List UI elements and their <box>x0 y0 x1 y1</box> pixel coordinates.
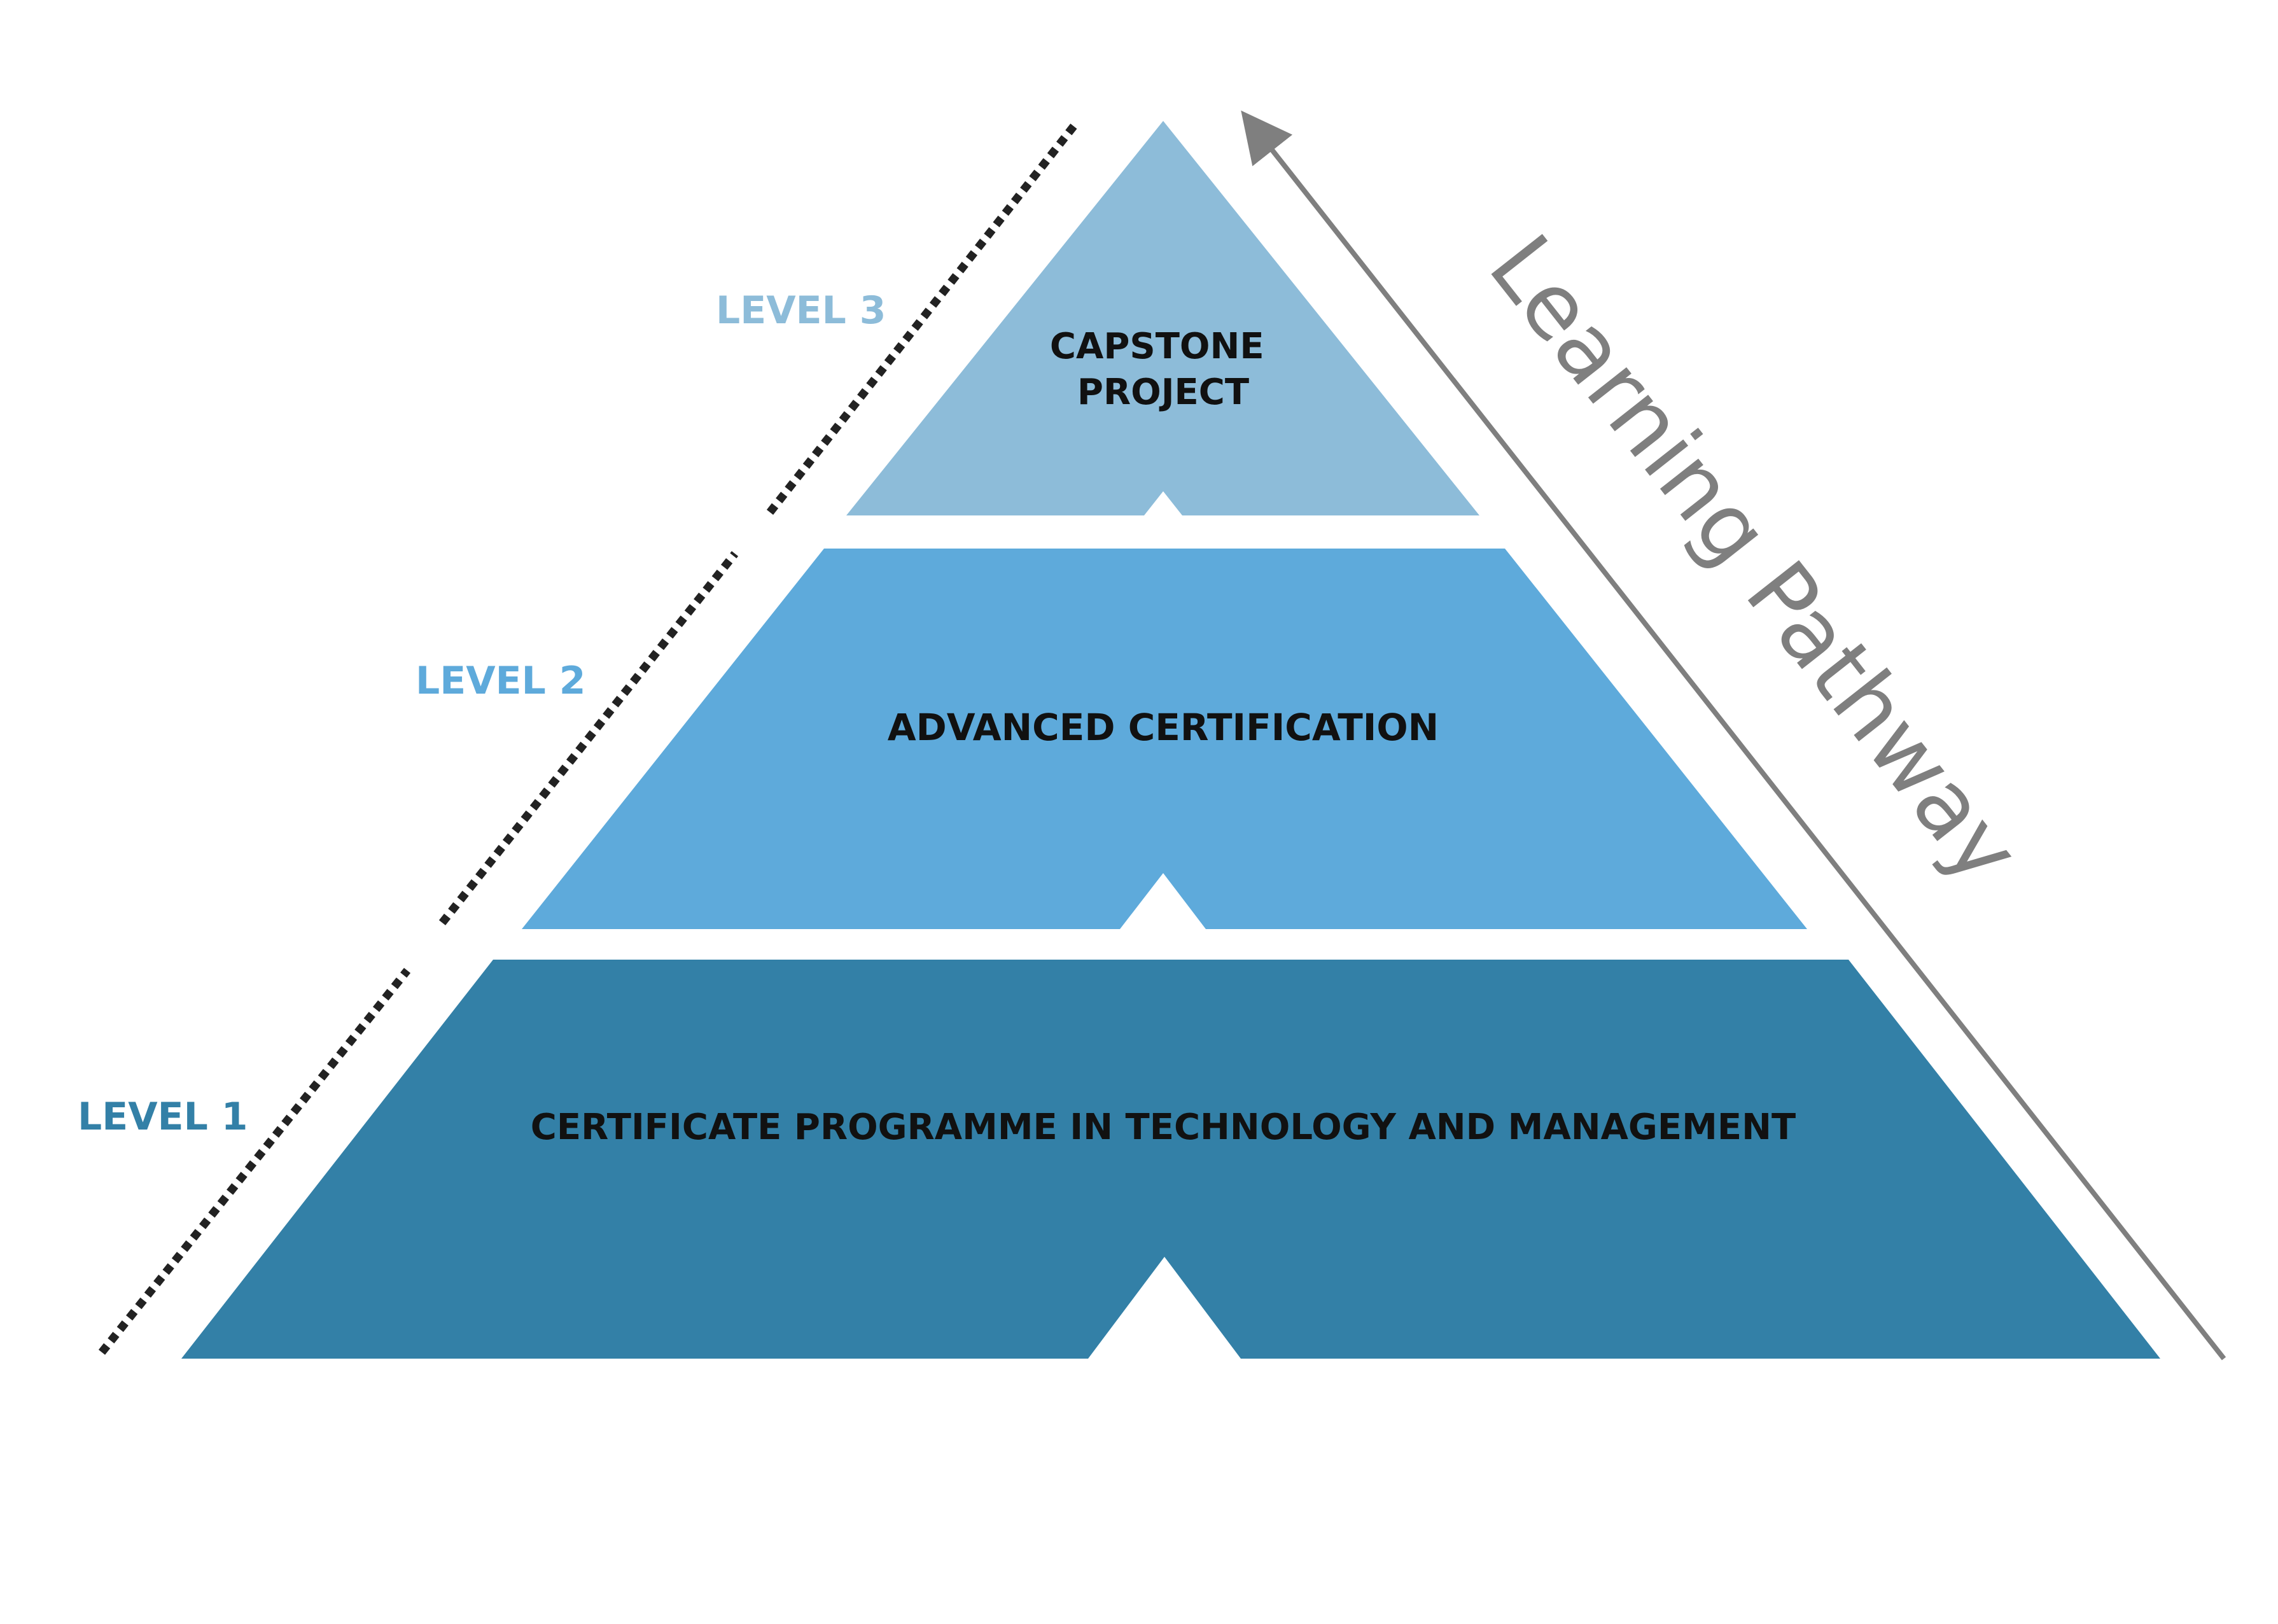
level-label-1: LEVEL 1 <box>78 1095 248 1139</box>
tier-level-3 <box>846 121 1479 515</box>
tier-level-1 <box>181 960 2160 1359</box>
dotted-segment-level-2 <box>438 550 739 926</box>
tier-level-2 <box>522 549 1807 929</box>
tier-title-level-2: ADVANCED CERTIFICATION <box>888 706 1439 749</box>
tier-title-level-1: CERTIFICATE PROGRAMME IN TECHNOLOGY AND … <box>531 1107 1796 1148</box>
dotted-guide-line <box>98 121 1079 1355</box>
pathway-arrow <box>1241 110 2226 1361</box>
tier-title-level-3: CAPSTONE PROJECT <box>1050 326 1276 413</box>
level-label-2: LEVEL 2 <box>416 659 586 703</box>
dotted-segment-level-3 <box>766 121 1079 515</box>
level-label-3: LEVEL 3 <box>716 288 886 333</box>
